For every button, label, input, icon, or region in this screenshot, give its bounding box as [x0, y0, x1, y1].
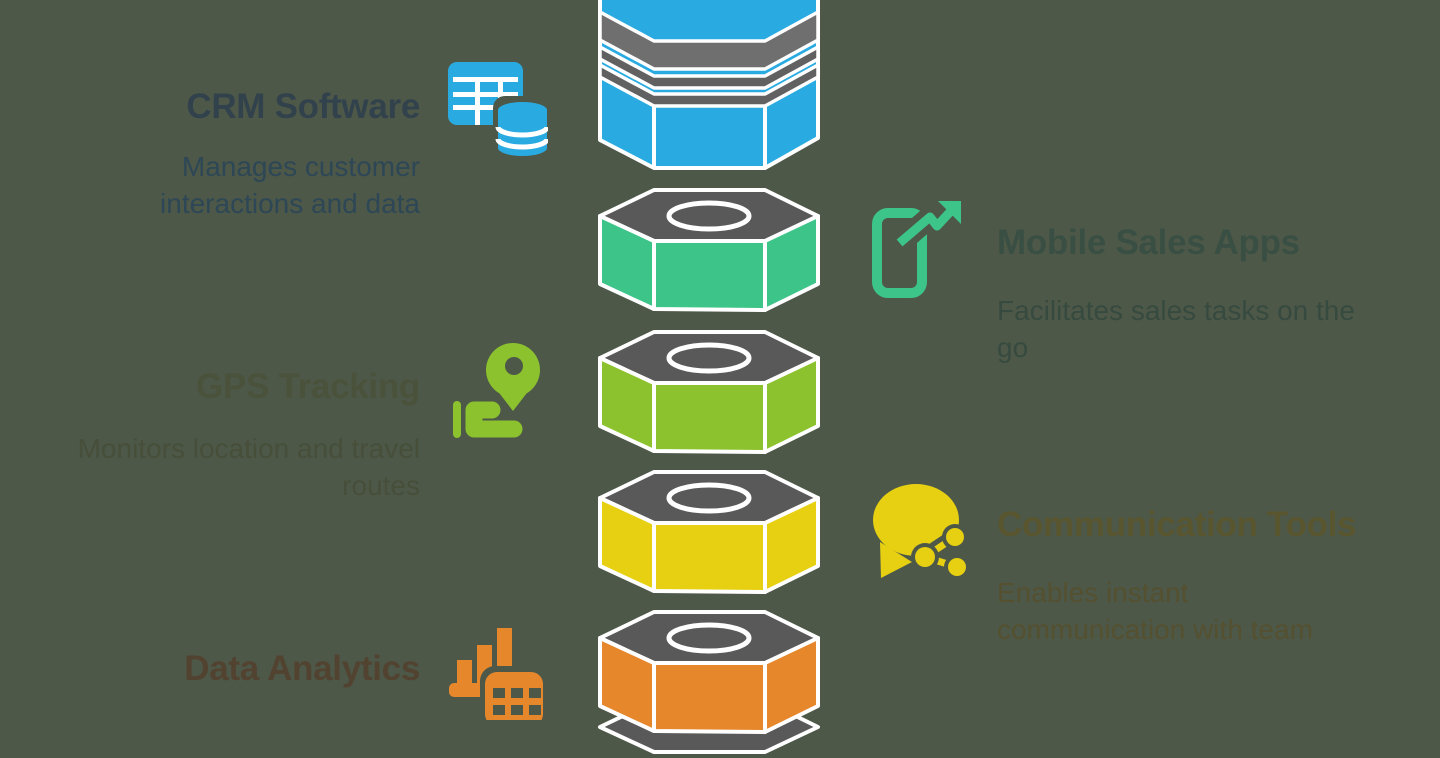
phone-trend-arrow-icon — [872, 197, 965, 298]
hex-nut-orange — [598, 610, 820, 734]
bolt-band-1 — [598, 10, 820, 71]
hex-bolt-blue — [598, 0, 820, 170]
mobile-sales-description: Facilitates sales tasks on the go — [997, 295, 1355, 363]
bar-chart-grid-icon — [449, 628, 544, 720]
communication-title: Communication Tools — [997, 505, 1357, 544]
mobile-sales-title: Mobile Sales Apps — [997, 223, 1300, 262]
gps-title: GPS Tracking — [196, 367, 420, 406]
crm-description: Manages customer interactions and data — [160, 151, 420, 219]
crm-title: CRM Software — [186, 87, 420, 126]
bolt-band-3 — [598, 63, 820, 108]
bolt-band-2 — [598, 45, 820, 90]
analytics-title: Data Analytics — [184, 649, 420, 688]
table-database-icon — [448, 62, 548, 158]
hex-nut-yellow — [598, 470, 820, 594]
hex-nut-green — [598, 188, 820, 312]
communication-description: Enables instant communication with team — [997, 577, 1313, 645]
map-pin-route-icon — [453, 343, 540, 438]
chat-bubble-share-icon — [873, 484, 970, 580]
hex-nut-lime — [598, 330, 820, 454]
gps-description: Monitors location and travel routes — [77, 433, 420, 501]
